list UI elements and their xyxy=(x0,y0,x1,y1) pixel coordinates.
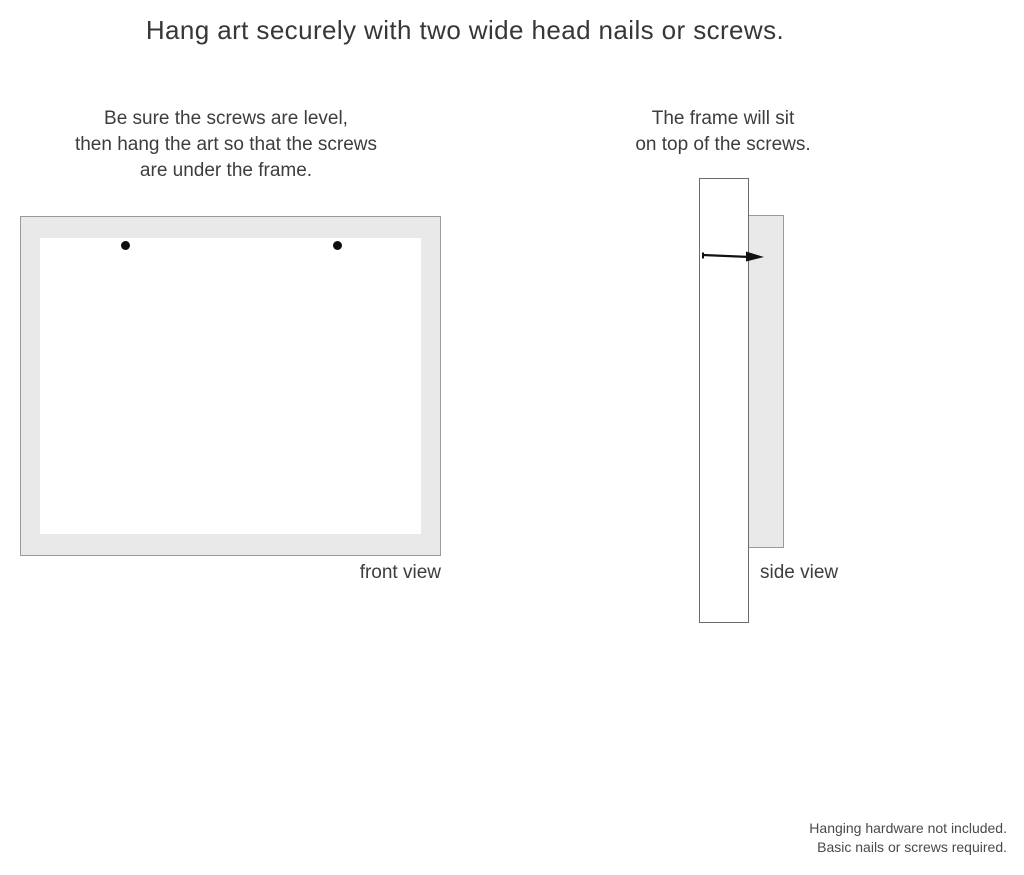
front-view-instruction-line: then hang the art so that the screws xyxy=(74,134,378,155)
right-screw-icon xyxy=(333,241,342,250)
footer-note-line: Hanging hardware not included. xyxy=(809,820,1007,836)
side-view-instructions: The frame will sit on top of the screws. xyxy=(598,106,848,158)
nail-icon xyxy=(702,251,764,262)
front-view-instruction-line: Be sure the screws are level, xyxy=(104,108,348,129)
side-view-instruction-line: The frame will sit xyxy=(651,108,795,129)
page-title: Hang art securely with two wide head nai… xyxy=(145,15,785,45)
front-view-instruction-line: are under the frame. xyxy=(139,160,313,181)
side-view-instruction-line: on top of the screws. xyxy=(635,134,811,155)
front-view-label: front view xyxy=(359,562,441,583)
side-view-frame-profile xyxy=(699,178,749,623)
front-view-frame xyxy=(20,216,441,556)
side-view-label: side view xyxy=(760,562,839,583)
footer-note: Hanging hardware not included. Basic nai… xyxy=(687,819,1007,857)
front-view-instructions: Be sure the screws are level, then hang … xyxy=(0,106,452,184)
footer-note-line: Basic nails or screws required. xyxy=(817,839,1007,855)
front-view-frame-opening xyxy=(40,238,421,534)
left-screw-icon xyxy=(121,241,130,250)
